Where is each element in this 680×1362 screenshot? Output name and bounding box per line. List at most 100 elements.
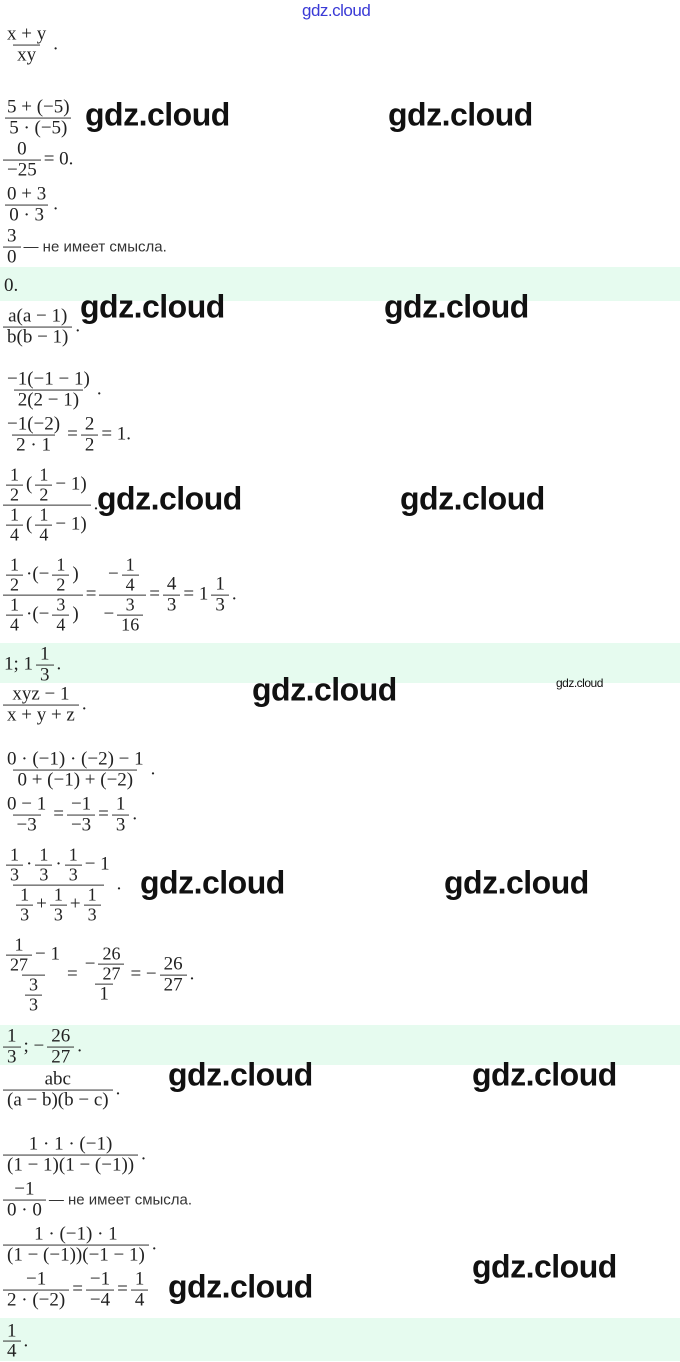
math-text: −1(−2)	[7, 413, 61, 435]
numerator: a(a − 1)	[4, 305, 71, 327]
numerator: 1 · 1 · (−1)	[25, 1134, 117, 1155]
watermark: gdz.cloud	[400, 480, 545, 517]
math-text: 2	[39, 484, 49, 505]
math-text: 5 + (−5)	[7, 96, 70, 118]
denominator: 27	[47, 1046, 75, 1068]
numerator: 1	[65, 844, 82, 865]
math-text: .	[231, 584, 237, 605]
math-text: 1	[53, 884, 63, 905]
watermark: gdz.cloud	[472, 1056, 617, 1093]
math-text: .	[93, 494, 99, 515]
math-text: 1	[215, 573, 225, 595]
numerator: −1	[22, 1269, 50, 1290]
math-text: .	[132, 804, 138, 825]
math-text: 0 + 3	[7, 183, 47, 205]
formula-line: a(a − 1)b(b − 1).	[2, 305, 82, 348]
numerator: 1	[16, 885, 33, 905]
math-text: 1	[10, 844, 20, 865]
math-text: 27	[102, 964, 121, 985]
denominator: x + y + z	[3, 704, 79, 726]
numerator: 26	[160, 954, 187, 975]
remark-text: — не имеет смысла.	[23, 238, 167, 256]
denominator: 27	[159, 974, 187, 996]
numerator: 1	[122, 555, 139, 575]
math-text: 27	[163, 974, 183, 996]
math-text: 1	[10, 554, 20, 575]
numerator: 1	[112, 794, 130, 815]
denominator: 0	[3, 246, 21, 268]
math-text: 2	[10, 574, 20, 595]
math-text: .	[150, 759, 156, 780]
numerator: −1	[67, 794, 95, 815]
numerator: −1	[10, 1179, 38, 1200]
math-text: =	[98, 804, 109, 825]
math-text: 4	[166, 573, 177, 595]
math-text: 3	[53, 904, 63, 925]
math-text: 0 · 3	[9, 204, 45, 226]
watermark: gdz.cloud	[168, 1268, 313, 1305]
numerator: 4	[163, 573, 181, 595]
denominator: −3	[12, 814, 41, 836]
watermark: gdz.cloud	[472, 1248, 617, 1285]
math-text: 0 + (−1) + (−2)	[17, 769, 134, 791]
denominator: 3	[24, 994, 42, 1014]
math-text: 3	[68, 864, 78, 885]
numerator: 1	[6, 505, 23, 525]
math-text: ; −	[23, 1036, 45, 1057]
denominator: 0 + (−1) + (−2)	[13, 769, 138, 791]
math-text: a(a − 1)	[8, 305, 68, 327]
numerator: xyz − 1	[8, 684, 73, 705]
fraction: 1 · 1 · (−1)(1 − 1)(1 − (−1))	[3, 1134, 139, 1176]
remark-text: — не имеет смысла.	[48, 1191, 193, 1209]
math-text: 1	[40, 643, 50, 665]
math-text: 4	[10, 524, 20, 545]
math-text: 3	[56, 594, 66, 615]
denominator: 2	[52, 574, 70, 595]
math-text: abc	[44, 1068, 71, 1090]
math-text: 4	[7, 1341, 17, 1362]
numerator: −1(−2)	[3, 413, 64, 435]
numerator: 1	[35, 505, 52, 525]
fraction: −1−3	[66, 794, 96, 836]
math-text: x + y	[7, 23, 47, 45]
denominator: 27	[6, 954, 33, 975]
math-text: +	[36, 893, 47, 915]
math-text: =	[72, 1279, 83, 1300]
math-text: 4	[125, 574, 135, 595]
denominator: −4	[85, 1289, 115, 1311]
math-text: 2	[10, 484, 20, 505]
denominator: 4	[35, 524, 53, 544]
denominator: 3	[3, 1046, 21, 1068]
math-text: 2	[84, 434, 95, 456]
math-text: x + y + z	[7, 704, 75, 726]
math-text: 0 − 1	[7, 793, 47, 815]
math-text: ·	[55, 854, 62, 876]
watermark: gdz.cloud	[85, 96, 230, 133]
numerator: 0 + 3	[3, 183, 50, 205]
numerator: 2	[81, 414, 99, 435]
math-text: 1	[68, 844, 78, 865]
denominator: 2	[80, 434, 99, 456]
